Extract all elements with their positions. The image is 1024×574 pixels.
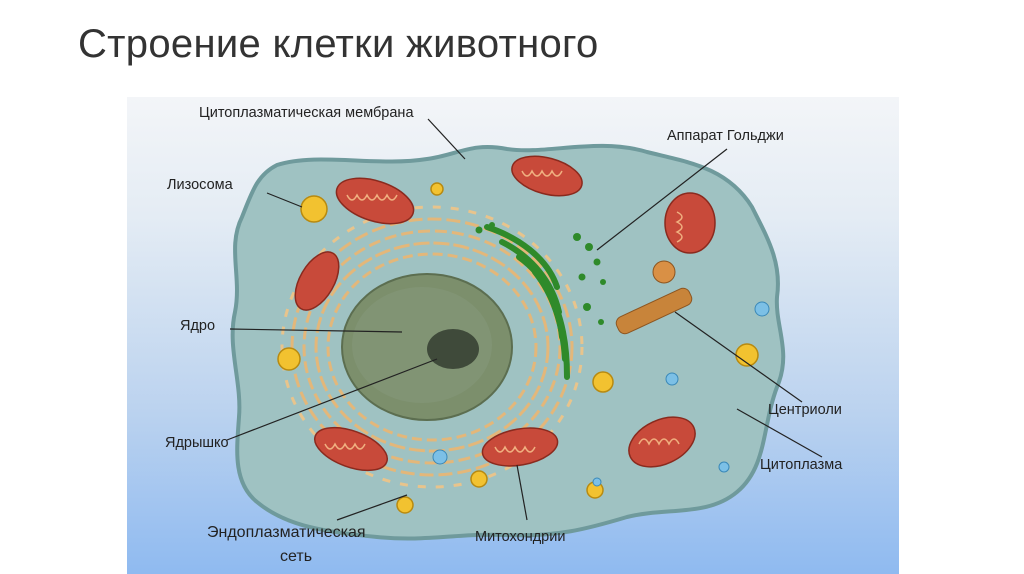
cell-illustration: [226, 118, 823, 541]
label-er-line1: Эндоплазматическая: [207, 524, 366, 541]
label-lysosome: Лизосома: [167, 177, 233, 193]
label-er-line2: сеть: [280, 548, 313, 565]
mitochondria-group: [294, 155, 716, 472]
lysosome: [300, 195, 328, 223]
label-nucleolus: Ядрышко: [165, 435, 229, 451]
mitochondrion: [628, 416, 696, 468]
label-membrane: Цитоплазматическая мембрана: [199, 105, 414, 121]
lysosomes: [277, 182, 759, 514]
label-cytoplasm: Цитоплазма: [760, 457, 843, 473]
mitochondrion: [335, 177, 415, 225]
endoplasmic-reticulum: [280, 205, 584, 489]
mitochondrion: [294, 251, 340, 311]
nucleolus: [427, 329, 479, 369]
pointer-lines: [226, 118, 823, 521]
label-centrioles: Центриоли: [768, 402, 842, 418]
mitochondrion: [664, 192, 716, 254]
label-mitochondria: Митохондрии: [475, 529, 566, 545]
cell-diagram: Цитоплазматическая мембрана Аппарат Голь…: [127, 97, 899, 574]
centriole: [615, 260, 693, 335]
label-nucleus: Ядро: [180, 318, 216, 334]
slide-title: Строение клетки животного: [78, 22, 599, 66]
mitochondrion: [481, 427, 559, 467]
label-golgi: Аппарат Гольджи: [667, 128, 784, 144]
golgi-apparatus: [484, 224, 570, 380]
